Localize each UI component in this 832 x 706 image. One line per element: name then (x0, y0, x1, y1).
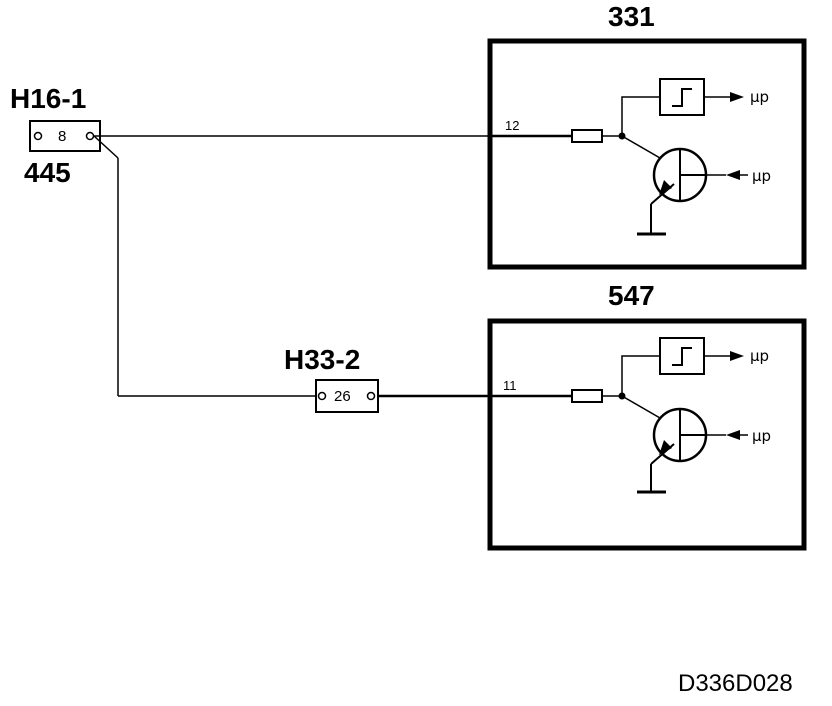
module-547-id: 547 (608, 280, 655, 311)
connector-h33-2-pin-left (317, 391, 327, 401)
module-547-pin-label: 11 (503, 378, 517, 393)
module-547-emitter-arrow-icon (659, 440, 672, 455)
module-331-emitter-wire (650, 183, 675, 205)
wires (93, 134, 575, 398)
module-547-schmitt-icon (672, 347, 692, 366)
module-331-base-wire (621, 135, 661, 159)
module-547-in-label: µp (752, 427, 771, 445)
wire-h16-branch (93, 135, 119, 159)
module-331: 331 12 µp µp (487, 1, 807, 270)
module-547-base-wire (621, 395, 661, 419)
figure-code: D336D028 (678, 670, 793, 697)
connector-h33-2: H33-2 26 (284, 344, 379, 413)
module-547-out-arrow-icon (730, 351, 744, 361)
module-331-schmitt-icon (672, 88, 692, 107)
module-547: 547 11 µp µp (487, 280, 807, 551)
module-331-out-arrow-icon (730, 92, 744, 102)
module-547-resistor (571, 389, 603, 403)
module-331-out-label: µp (750, 88, 769, 106)
module-331-pin-label: 12 (505, 118, 519, 133)
connector-h33-2-name: H33-2 (284, 344, 360, 375)
module-331-frame (487, 38, 807, 270)
module-331-id: 331 (608, 1, 655, 32)
connector-h16-1-ref: 445 (24, 157, 71, 188)
module-331-wire-up (621, 96, 660, 136)
module-331-in-label: µp (752, 167, 771, 185)
module-547-wire-up (621, 355, 660, 396)
module-547-emitter-wire (650, 443, 675, 465)
module-331-emitter-arrow-icon (659, 180, 672, 195)
connector-h16-1-pin-number: 8 (58, 128, 66, 145)
module-547-frame (487, 318, 807, 551)
module-331-resistor (571, 129, 603, 143)
connector-h16-1-name: H16-1 (10, 83, 86, 114)
connector-h33-2-pin-right (366, 391, 376, 401)
module-547-out-label: µp (750, 347, 769, 365)
connector-h16-1-pin-left (33, 131, 43, 141)
connector-h16-1-pin-right (85, 131, 95, 141)
module-331-in-arrow-icon (726, 170, 740, 180)
connector-h33-2-pin-number: 26 (334, 388, 351, 405)
module-547-in-arrow-icon (726, 430, 740, 440)
connector-h16-1: H16-1 8 445 (10, 83, 101, 188)
